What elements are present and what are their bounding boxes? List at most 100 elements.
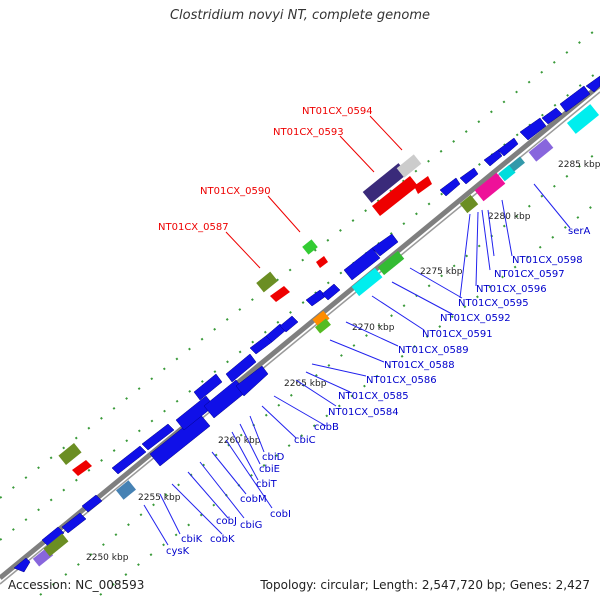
guide-line-outer bbox=[0, 27, 599, 499]
gene-label: cobB bbox=[314, 422, 339, 433]
scale-label: 2260 kbp bbox=[218, 436, 261, 446]
gene-label-red: NT01CX_0590 bbox=[200, 186, 271, 197]
cds-block bbox=[371, 233, 399, 257]
cds-block bbox=[81, 494, 103, 513]
cds-block bbox=[585, 75, 600, 93]
cds-block bbox=[497, 137, 519, 157]
leader-line bbox=[295, 379, 337, 407]
cds-green2 bbox=[377, 250, 405, 276]
gene-label: cbiG bbox=[240, 520, 262, 531]
gene-label: NT01CX_0585 bbox=[338, 391, 409, 402]
backbone bbox=[0, 83, 600, 580]
leader-line bbox=[409, 267, 463, 299]
leader-line bbox=[311, 363, 367, 377]
leader-line-red bbox=[339, 135, 375, 173]
leader-line bbox=[371, 295, 425, 331]
scale-label: 2270 kbp bbox=[352, 323, 395, 333]
cds-steelblue bbox=[116, 480, 136, 500]
gene-label: cbiK bbox=[181, 534, 203, 545]
leader-line bbox=[305, 371, 351, 393]
leader-line bbox=[231, 431, 259, 481]
gene-label: cbiT bbox=[256, 479, 278, 490]
leader-line bbox=[199, 461, 245, 519]
leader-line bbox=[475, 211, 479, 287]
gene-label: cobM bbox=[240, 494, 267, 505]
leader-line-red bbox=[225, 231, 261, 269]
cds-block bbox=[559, 85, 591, 113]
gene-label-red: NT01CX_0593 bbox=[273, 127, 344, 138]
gene-label: NT01CX_0592 bbox=[440, 313, 511, 324]
cds-magenta bbox=[474, 172, 506, 202]
cds-red-0590 bbox=[316, 256, 328, 268]
leader-line bbox=[391, 281, 453, 315]
cds-lower-strand bbox=[13, 75, 600, 573]
gene-label: cobK bbox=[210, 534, 235, 545]
cds-block bbox=[225, 353, 257, 383]
gene-label-red: NT01CX_0587 bbox=[158, 222, 229, 233]
cds-olive2 bbox=[459, 194, 479, 214]
cds-block bbox=[321, 283, 341, 301]
cds-red-0593 bbox=[372, 176, 418, 216]
gene-label: NT01CX_0586 bbox=[366, 375, 437, 386]
leader-line bbox=[239, 423, 261, 465]
gene-label: cbiE bbox=[259, 464, 280, 475]
cds-block bbox=[439, 177, 461, 197]
gene-label: serA bbox=[568, 226, 590, 237]
cds-block bbox=[459, 167, 479, 185]
leader-line bbox=[249, 415, 265, 453]
leader-line bbox=[211, 451, 247, 495]
cds-block bbox=[141, 423, 175, 451]
cds-purple-0593 bbox=[362, 163, 408, 203]
cds-lavender bbox=[528, 138, 554, 162]
cds-red-0594b bbox=[414, 176, 432, 194]
gene-label: cbiD bbox=[262, 452, 285, 463]
gene-label: NT01CX_0596 bbox=[476, 284, 547, 295]
cds-cyan2 bbox=[498, 164, 516, 182]
scale-label: 2265 kbp bbox=[284, 379, 327, 389]
cds-block bbox=[111, 445, 147, 475]
leader-line bbox=[171, 483, 223, 535]
genome-stats-text: Topology: circular; Length: 2,547,720 bp… bbox=[260, 578, 590, 592]
leader-line bbox=[501, 199, 513, 257]
gene-label-red: NT01CX_0594 bbox=[302, 106, 373, 117]
cds-block bbox=[279, 315, 299, 333]
cds-block bbox=[193, 373, 223, 401]
cds-olive bbox=[43, 533, 69, 557]
leader-line bbox=[225, 439, 273, 509]
leader-line bbox=[261, 405, 297, 439]
cds-cyan bbox=[351, 267, 383, 297]
leader-line bbox=[345, 321, 399, 347]
cds-red-0587 bbox=[270, 286, 290, 302]
cds-olive-0587 bbox=[256, 271, 278, 293]
gene-label: NT01CX_0598 bbox=[512, 255, 583, 266]
leader-line bbox=[329, 339, 385, 363]
cds-block bbox=[519, 117, 547, 141]
scale-label: 2285 kbp bbox=[558, 160, 600, 170]
scale-label: 2275 kbp bbox=[420, 267, 463, 277]
gene-label: cobI bbox=[270, 509, 291, 520]
leader-line bbox=[143, 504, 169, 546]
cds-grey-0594 bbox=[396, 154, 422, 178]
scale-label: 2250 kbp bbox=[86, 553, 129, 563]
leader-line-red bbox=[369, 115, 403, 151]
cds-block bbox=[483, 149, 503, 167]
leader-line bbox=[533, 183, 571, 229]
cds-green bbox=[315, 318, 331, 334]
cds-block bbox=[61, 512, 87, 534]
leader-line bbox=[459, 213, 471, 299]
cds-teal bbox=[509, 156, 525, 172]
cds-orange bbox=[312, 310, 330, 328]
cds-block bbox=[13, 557, 31, 573]
leader-line bbox=[481, 209, 491, 271]
gene-label: cbiC bbox=[294, 435, 316, 446]
cds-block bbox=[343, 247, 381, 281]
gene-label: NT01CX_0591 bbox=[422, 329, 493, 340]
gene-label: NT01CX_0589 bbox=[398, 345, 469, 356]
gene-label: NT01CX_0595 bbox=[458, 298, 529, 309]
leader-line bbox=[159, 493, 181, 535]
leader-line-red bbox=[267, 195, 301, 233]
scale-label: 2280 kbp bbox=[488, 212, 531, 222]
cds-green-0590 bbox=[302, 239, 318, 255]
cds-olive-upper bbox=[58, 443, 82, 465]
